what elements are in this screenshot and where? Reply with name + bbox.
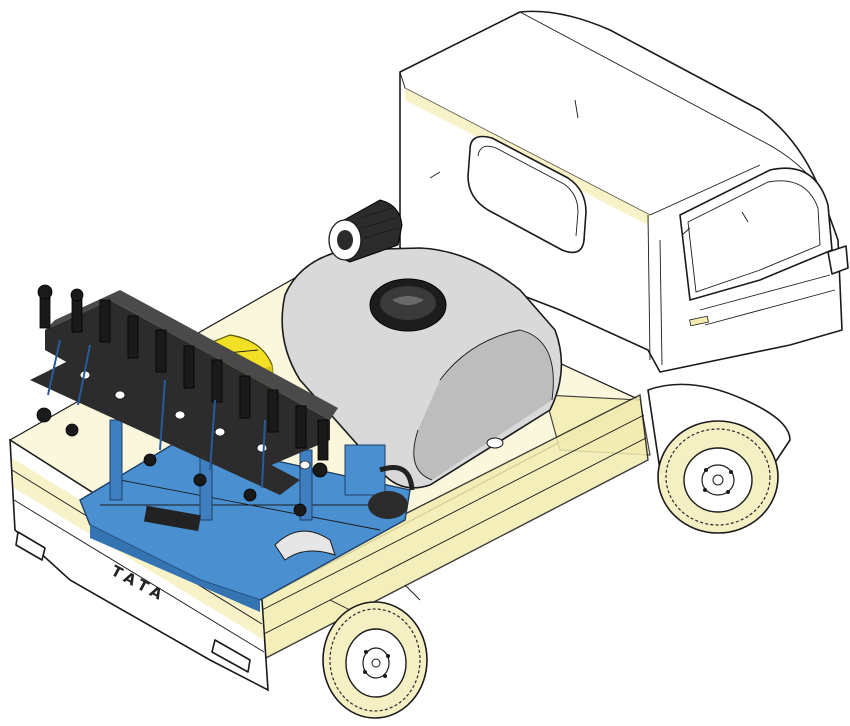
- mounting-frame: [79, 419, 415, 612]
- spray-boom: [30, 284, 338, 517]
- spray-tank: [281, 247, 563, 489]
- front-wheel: [647, 383, 791, 534]
- rear-wheel: [322, 584, 428, 719]
- boom-nozzles: [36, 284, 329, 517]
- electric-motor-icon: [328, 199, 403, 263]
